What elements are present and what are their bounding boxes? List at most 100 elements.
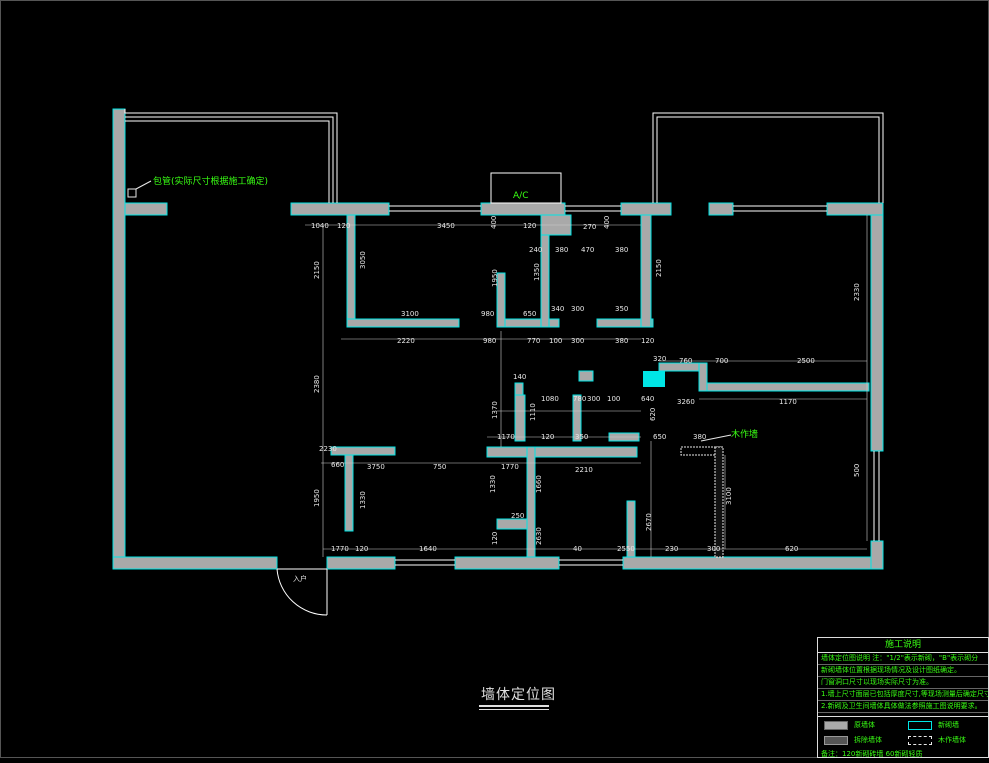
dimension-text: 1330: [489, 475, 497, 493]
east-wall-lower: [870, 540, 884, 570]
dimension-text: 2500: [797, 357, 815, 365]
entrance-door: [276, 568, 328, 616]
dimension-text: 1080: [541, 395, 559, 403]
north-wall-1: [124, 202, 168, 216]
dimension-text: 750: [433, 463, 446, 471]
dimension-text: 2210: [575, 466, 593, 474]
interior-walls: [330, 214, 870, 558]
dimension-text: 1110: [529, 403, 537, 421]
dimension-text: 700: [715, 357, 728, 365]
dimension-text: 2150: [655, 259, 663, 277]
legend-key: 拆除墙体: [818, 733, 882, 747]
south-wall-mid2: [454, 556, 560, 570]
dimension-text: 470: [581, 246, 594, 254]
legend-key: 新砌墙: [902, 718, 959, 732]
dimension-text: 350: [615, 305, 628, 313]
dimension-text: 120: [641, 337, 654, 345]
north-wall-2: [290, 202, 390, 216]
north-wall-4: [620, 202, 672, 216]
west-wall: [112, 108, 126, 570]
dimension-text: 1770: [331, 545, 349, 553]
construction-notes-panel: 施工说明 墙体定位图说明 注："1/2"表示新砌，"B"表示砌分 新砌墙体位置根…: [817, 637, 989, 758]
notes-line: 门窗洞口尺寸以现场实际尺寸为准。: [818, 677, 988, 689]
dimension-text: 40: [573, 545, 582, 553]
ac-unit-box: [490, 172, 562, 204]
legend-key: 木作墙体: [902, 733, 966, 747]
dimension-lines: [305, 215, 868, 557]
dimension-text: 140: [513, 373, 526, 381]
dimension-text: 620: [649, 408, 657, 421]
dimension-text: 230: [665, 545, 678, 553]
dimension-text: 380: [615, 246, 628, 254]
dimension-text: 300: [587, 395, 600, 403]
dimension-text: 120: [355, 545, 368, 553]
ac-label: A/C: [513, 191, 528, 201]
dimension-text: 100: [607, 395, 620, 403]
north-wall-5: [708, 202, 734, 216]
legend-key-label: 新砌墙: [938, 721, 959, 729]
dimension-text: 3750: [367, 463, 385, 471]
dimension-text: 120: [541, 433, 554, 441]
dimension-text: 1350: [533, 263, 541, 281]
title-underline: [479, 705, 549, 707]
dimension-text: 350: [575, 433, 588, 441]
south-wall-mid1: [326, 556, 396, 570]
dimension-text: 340: [551, 305, 564, 313]
balcony-left-inner2: [125, 120, 330, 203]
pipe-note-label: 包管(实际尺寸根据施工确定): [153, 175, 268, 187]
dimension-text: 2150: [313, 261, 321, 279]
legend-keys: 原墙体 新砌墙 拆除墙体 木作墙体: [818, 716, 988, 749]
dimension-text: 3050: [359, 251, 367, 269]
dimension-text: 120: [491, 532, 499, 545]
dimension-text: 300: [707, 545, 720, 553]
dimension-text: 2230: [319, 445, 337, 453]
dimension-text: 1370: [491, 401, 499, 419]
dimension-text: 980: [481, 310, 494, 318]
dimension-text: 3100: [725, 487, 733, 505]
dimension-text: 1170: [497, 433, 515, 441]
dimension-text: 250: [511, 512, 524, 520]
dimension-text: 270: [583, 223, 596, 231]
dimension-text: 400: [603, 216, 611, 229]
dimension-text: 120: [523, 222, 536, 230]
notes-line: 墙体定位图说明 注："1/2"表示新砌，"B"表示砌分: [818, 653, 988, 665]
notes-line: 2.新砌及卫生间墙体具体做法参照施工图说明要求。: [818, 701, 988, 713]
dimension-text: 1040: [311, 222, 329, 230]
dimension-text: 2670: [645, 513, 653, 531]
pipe-leader: [135, 180, 152, 190]
dimension-text: 500: [853, 464, 861, 477]
dimension-text: 2550: [617, 545, 635, 553]
dimension-text: 980: [483, 337, 496, 345]
wood-wall: [714, 446, 724, 558]
dimension-text: 1950: [491, 269, 499, 287]
wood-wall-leader: [700, 434, 732, 442]
dimension-text: 100: [549, 337, 562, 345]
dimension-text: 380: [615, 337, 628, 345]
dimension-text: 1330: [359, 491, 367, 509]
plan-title: 墙体定位图: [481, 687, 556, 703]
balcony-left-inner: [125, 116, 334, 203]
legend-swatch: [908, 720, 932, 730]
legend-swatch: [824, 720, 848, 730]
notes-line: 1.墙上尺寸面层已包括厚度尺寸,等现场测量后确定尺寸,: [818, 689, 988, 701]
wood-wall-label: 木作墙: [731, 428, 758, 440]
dimension-text: 300: [571, 305, 584, 313]
dimension-text: 2330: [853, 283, 861, 301]
south-wall-right: [622, 556, 884, 570]
dimension-text: 1950: [313, 489, 321, 507]
balcony-right-inner: [656, 116, 880, 203]
balcony-left-outline: [124, 109, 338, 203]
dimension-text: 640: [641, 395, 654, 403]
legend-key: 原墙体: [818, 718, 875, 732]
dimension-text: 770: [527, 337, 540, 345]
dimension-text: 650: [653, 433, 666, 441]
dimension-text: 2220: [397, 337, 415, 345]
entrance-label: 入户: [293, 574, 307, 583]
notes-footer: 备注：120新砌砖墙 60新砌轻质: [821, 750, 923, 758]
dimension-text: 380: [555, 246, 568, 254]
dimension-text: 300: [571, 337, 584, 345]
dimension-text: 3100: [401, 310, 419, 318]
north-wall-3: [480, 202, 566, 216]
windows: [389, 205, 880, 566]
